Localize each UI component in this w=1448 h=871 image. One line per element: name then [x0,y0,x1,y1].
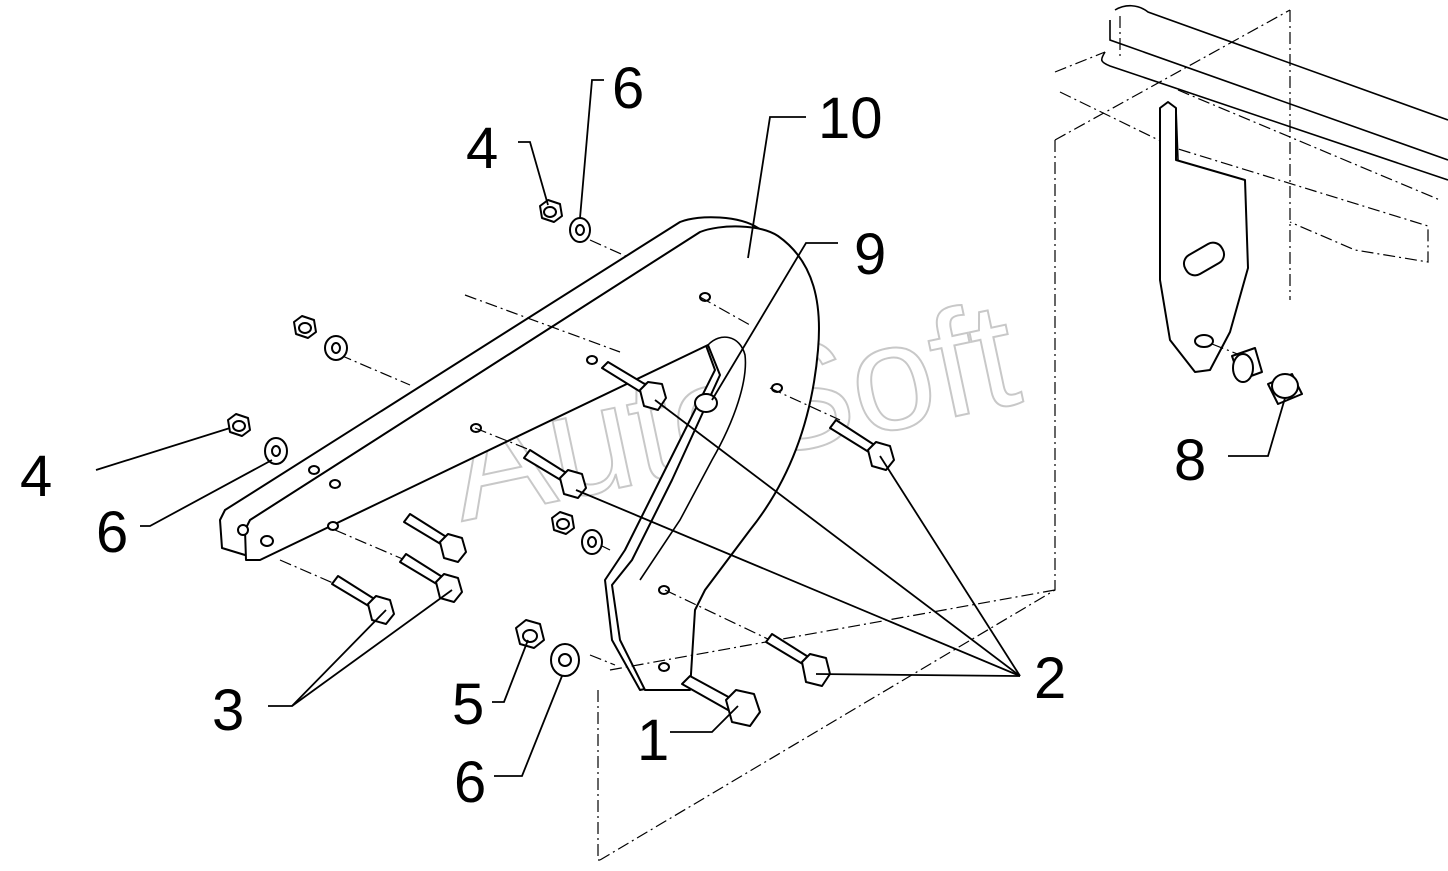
callout-9: 9 [854,222,886,287]
callout-2: 2 [1034,646,1066,711]
callout-6-bottom: 6 [454,750,486,815]
bolt-bottom [681,675,761,727]
callout-5: 5 [452,672,484,737]
bolt-left-middle [399,553,463,603]
callout-4-upper: 4 [466,116,498,181]
callout-3: 3 [212,678,244,743]
bolt-left-lower [331,575,395,625]
chassis-rail [599,4,1448,861]
callout-6-upper: 6 [612,56,644,121]
callout-labels: 1 2 3 4 4 5 6 6 6 8 9 10 [20,56,1206,815]
bolt-upper-center [601,361,667,411]
callout-8: 8 [1174,428,1206,493]
bolt-left-upper [403,513,467,563]
assembly-centerlines [279,239,1056,861]
nut-washer-bottom [515,619,580,677]
nut-washer-upper-left [293,315,348,361]
bolt-lower-right [765,633,831,687]
callout-1: 1 [637,708,669,773]
nut-washer-top [539,199,591,243]
callout-4-left: 4 [20,444,52,509]
nut-washer-left [227,413,288,465]
callout-6-left: 6 [96,500,128,565]
nut-washer-middle [551,511,603,555]
callout-10: 10 [818,86,883,151]
leader-lines [95,79,1286,777]
spacer-bushing [1231,347,1303,405]
u-frame-bracket [219,216,820,691]
mounting-bracket-plate [1159,101,1249,373]
